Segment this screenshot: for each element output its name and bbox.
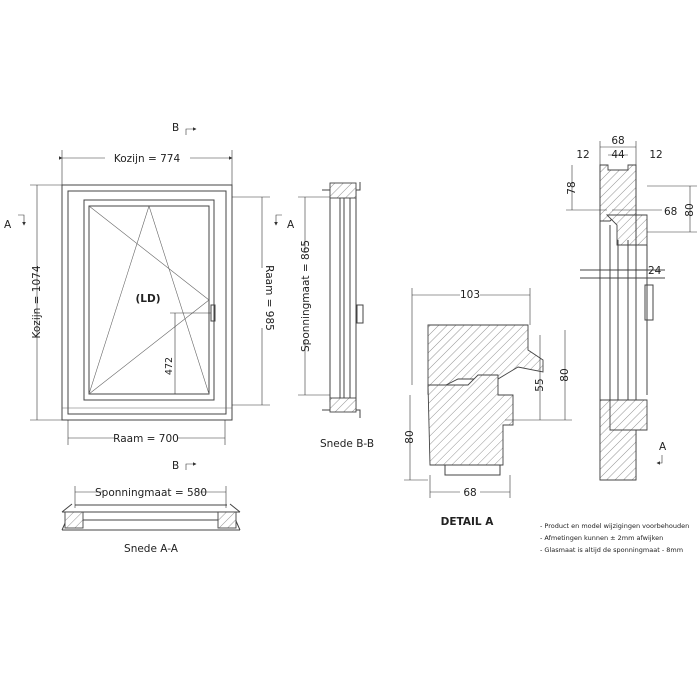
- profile-height-right: 80: [684, 203, 696, 216]
- profile-right-width: 12: [649, 149, 662, 161]
- detail-a-bottom-width: 68: [463, 487, 476, 499]
- section-marker-b-bottom: B: [172, 460, 179, 472]
- detail-a-height-inner: 55: [534, 378, 546, 391]
- section-aa-title: Snede A-A: [124, 543, 179, 555]
- section-aa-dimension: Sponningmaat = 580: [95, 487, 207, 499]
- detail-a-width: 103: [460, 289, 480, 301]
- section-bb-dimension: Sponningmaat = 865: [300, 240, 312, 352]
- handle-height-label: 472: [164, 357, 175, 375]
- detail-a-height-outer: 80: [559, 368, 571, 381]
- profile-total-width: 68: [611, 135, 624, 147]
- profile-glass-width: 24: [648, 265, 662, 277]
- opening-type-label: (LD): [135, 293, 160, 305]
- profile-middle-width: 44: [611, 149, 625, 161]
- raam-width-label: Raam = 700: [113, 433, 179, 445]
- front-view: Kozijn = 774 Kozijn = 1074 Raam = 985 Ra…: [4, 122, 295, 472]
- profile-height-top: 78: [566, 181, 578, 194]
- window-frame: [61, 184, 233, 421]
- detail-a-height-left: 80: [404, 430, 416, 443]
- note-item: - Glasmaat is altijd de sponningmaat - 8…: [540, 546, 683, 554]
- profile-marker-a: A: [659, 441, 667, 453]
- section-marker-a-right: A: [287, 219, 295, 231]
- detail-a: 103 55 80 80 68 DETAIL A: [404, 287, 572, 528]
- section-bb: Sponningmaat = 865 Snede B-B: [298, 182, 374, 450]
- section-bb-title: Snede B-B: [320, 438, 374, 450]
- kozijn-width-label: Kozijn = 774: [114, 153, 181, 165]
- window-sash: [83, 199, 215, 401]
- notes: - Product en model wijzigingen voorbehou…: [540, 522, 689, 554]
- section-marker-a-left: A: [4, 219, 12, 231]
- profile-left-width: 12: [576, 149, 589, 161]
- note-item: - Afmetingen kunnen ± 2mm afwijken: [540, 534, 663, 542]
- raam-height-label: Raam = 985: [263, 265, 275, 331]
- handle-icon: [356, 304, 364, 324]
- note-item: - Product en model wijzigingen voorbehou…: [540, 522, 689, 530]
- detail-a-title: DETAIL A: [441, 516, 495, 528]
- profile-sash-depth: 68: [664, 206, 677, 218]
- profile-section: 68 12 44 12 78 80 68 24 A: [566, 135, 697, 481]
- handle-icon: [644, 284, 654, 321]
- section-marker-b-top: B: [172, 122, 179, 134]
- kozijn-height-label: Kozijn = 1074: [31, 265, 43, 338]
- section-aa: Sponningmaat = 580 Snede A-A: [61, 485, 241, 555]
